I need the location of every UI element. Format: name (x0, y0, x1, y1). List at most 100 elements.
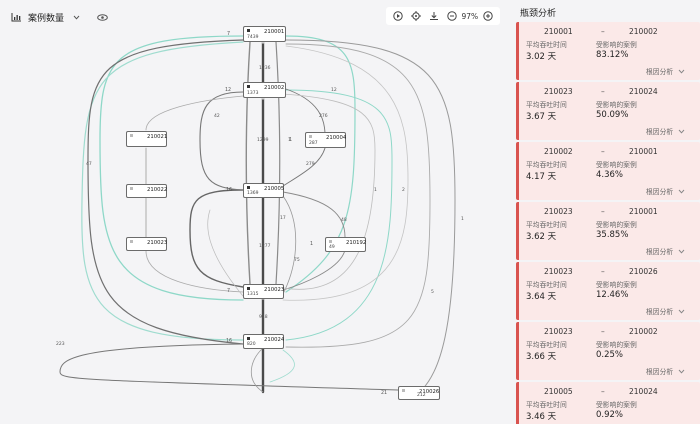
edge-teal-1 (99, 35, 244, 301)
affected-label: 受影响的案例 (596, 161, 637, 169)
root-cause-button[interactable]: 根因分析 (646, 126, 685, 136)
node-210023[interactable]: 210023 1315 (243, 284, 284, 299)
node-210192[interactable]: 210192 49 (325, 237, 366, 252)
metric-selector-label[interactable]: 案例数量 (28, 13, 65, 24)
edge-grey-8 (282, 147, 326, 187)
from-activity: 210023 (544, 267, 573, 276)
activity-icon (130, 187, 133, 190)
node-id: 210005 (264, 186, 285, 192)
throughput-label: 平均吞吐时间 (526, 281, 567, 289)
root-cause-label: 根因分析 (646, 308, 674, 316)
edge-grey-14 (145, 95, 244, 131)
edge-teal-4 (81, 41, 244, 341)
throughput-value: 3.02 天 (526, 52, 557, 62)
edge-grey-9 (282, 191, 346, 238)
node-210001[interactable]: 210001 7439 (243, 26, 286, 42)
node-side-count: 12 (225, 88, 232, 93)
node-count: 212 (417, 393, 426, 398)
chevron-down-icon (678, 129, 685, 134)
to-activity: 210002 (629, 327, 658, 336)
zoom-out-icon[interactable] (444, 8, 460, 24)
chevron-down-icon[interactable] (68, 9, 84, 25)
node-210004[interactable]: 210004 287 (305, 132, 346, 148)
root-cause-button[interactable]: 根因分析 (646, 66, 685, 76)
edge-grey-18 (250, 347, 264, 393)
affected-label: 受影响的案例 (596, 221, 637, 229)
node-id: 210192 (346, 240, 367, 246)
node-210024[interactable]: 210024 820 (243, 334, 284, 349)
to-activity: 210024 (629, 87, 658, 96)
edge-label: 1277 (259, 244, 271, 249)
affected-value: 0.92% (596, 410, 624, 420)
process-map-canvas[interactable] (0, 0, 510, 424)
edge-label: 279 (306, 162, 315, 167)
panel-title: 瓶颈分析 (520, 9, 557, 19)
node-210002[interactable]: 210002 1373 (243, 82, 286, 98)
from-activity: 210001 (544, 27, 573, 36)
node-side-count: 16 (226, 188, 233, 193)
node-count: 820 (247, 342, 256, 347)
node-id: 210023 (264, 287, 285, 293)
node-210021[interactable]: 210021 (126, 131, 167, 147)
activity-icon (247, 337, 250, 340)
locate-icon[interactable] (408, 8, 424, 24)
edge-grey-1 (87, 39, 244, 345)
node-count: 1373 (247, 91, 259, 96)
node-side-count: 21 (381, 391, 388, 396)
edge-label: 1 (374, 188, 377, 193)
to-activity: 210024 (629, 387, 658, 396)
root-cause-label: 根因分析 (646, 368, 674, 376)
node-id: 210023 (147, 240, 168, 246)
edge-teal-2 (285, 35, 356, 293)
node-side-count: 16 (226, 339, 233, 344)
play-icon[interactable] (390, 8, 406, 24)
edge-grey-2 (285, 39, 456, 393)
activity-icon (402, 389, 405, 392)
chevron-down-icon (678, 309, 685, 314)
throughput-label: 平均吞吐时间 (526, 221, 567, 229)
activity-icon (130, 240, 133, 243)
edge-spine-right (275, 41, 281, 285)
from-activity: 210005 (544, 387, 573, 396)
throughput-value: 3.64 天 (526, 292, 557, 302)
arrow-separator: – (601, 147, 605, 156)
throughput-label: 平均吞吐时间 (526, 41, 567, 49)
node-count: 7439 (247, 35, 259, 40)
root-cause-button[interactable]: 根因分析 (646, 246, 685, 256)
root-cause-button[interactable]: 根因分析 (646, 186, 685, 196)
zoom-in-icon[interactable] (480, 8, 496, 24)
eye-icon[interactable] (94, 9, 110, 25)
to-activity: 210001 (629, 147, 658, 156)
download-icon[interactable] (426, 8, 442, 24)
node-210026[interactable]: 210026 212 (398, 386, 440, 400)
map-toolbar-left: 案例数量 (8, 8, 110, 26)
node-side-count: 1 (289, 138, 293, 143)
edge-grey-17 (282, 45, 409, 301)
node-210005[interactable]: 210005 1369 (243, 183, 284, 198)
throughput-value: 3.66 天 (526, 352, 557, 362)
root-cause-label: 根因分析 (646, 248, 674, 256)
node-id: 210002 (264, 85, 285, 91)
node-side-count: 1 (310, 242, 314, 247)
edge-grey-19 (269, 349, 295, 383)
edge-label: 48 (341, 218, 347, 223)
edge-label: 918 (259, 315, 268, 320)
map-toolbar-right: 97% (386, 7, 500, 25)
root-cause-button[interactable]: 根因分析 (646, 306, 685, 316)
node-210023-upper[interactable]: 210023 (126, 237, 167, 251)
bar-chart-icon[interactable] (8, 9, 24, 25)
node-id: 210021 (147, 134, 168, 140)
root-cause-button[interactable]: 根因分析 (646, 366, 685, 376)
root-cause-label: 根因分析 (646, 128, 674, 136)
node-210022[interactable]: 210022 (126, 184, 167, 198)
node-id: 210024 (264, 337, 285, 343)
edge-label: 12 (331, 88, 337, 93)
